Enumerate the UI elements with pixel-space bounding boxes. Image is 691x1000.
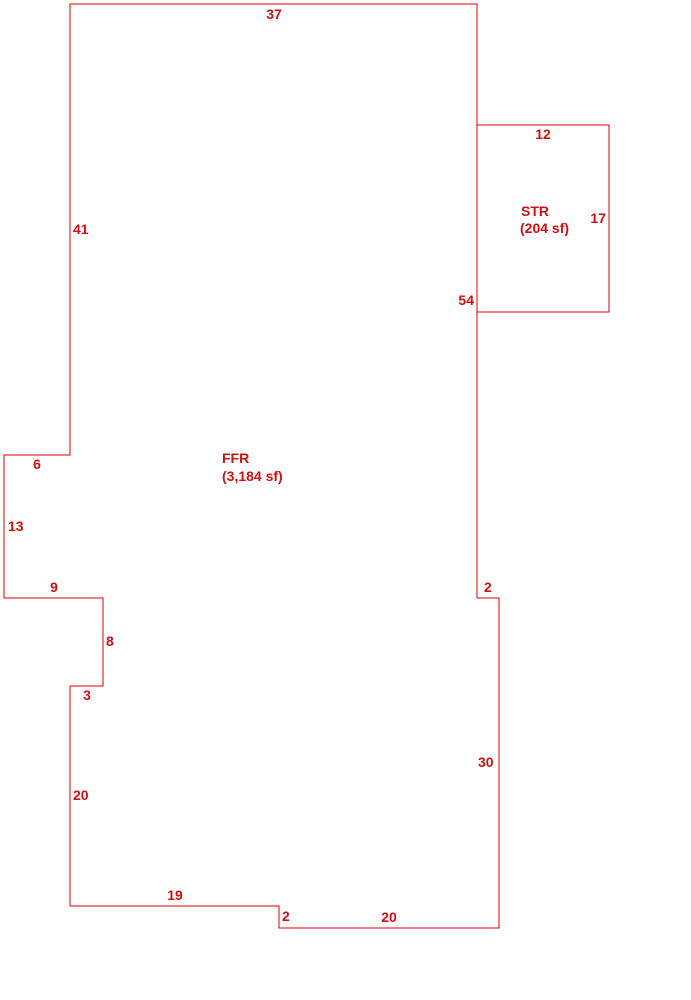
str-outline: [477, 124, 610, 313]
dim-ffr-right-step: 2: [484, 579, 492, 595]
ffr-outline: [3, 3, 500, 929]
dim-ffr-step-bottom: 9: [50, 579, 58, 595]
ffr-area-size: (3,184 sf): [222, 468, 283, 484]
dim-str-top: 12: [535, 126, 551, 142]
dim-ffr-left-upper: 41: [73, 221, 89, 237]
dim-str-right: 17: [590, 210, 606, 226]
dim-ffr-notch-side: 8: [106, 633, 114, 649]
dim-ffr-step-left-side: 13: [8, 518, 24, 534]
dim-ffr-bottom-step: 2: [282, 908, 290, 924]
str-area-size: (204 sf): [520, 220, 569, 236]
dim-ffr-step-left-top: 6: [33, 456, 41, 472]
dim-ffr-bottom-left: 19: [167, 887, 183, 903]
dim-ffr-left-lower: 20: [73, 787, 89, 803]
dim-ffr-notch-bottom: 3: [83, 687, 91, 703]
dim-ffr-top: 37: [266, 6, 282, 22]
ffr-area-name: FFR: [222, 450, 249, 466]
dim-ffr-bottom-right: 20: [381, 909, 397, 925]
dim-ffr-right-lower: 30: [478, 754, 494, 770]
str-area-name: STR: [521, 203, 549, 219]
dim-ffr-right-main: 54: [458, 292, 474, 308]
